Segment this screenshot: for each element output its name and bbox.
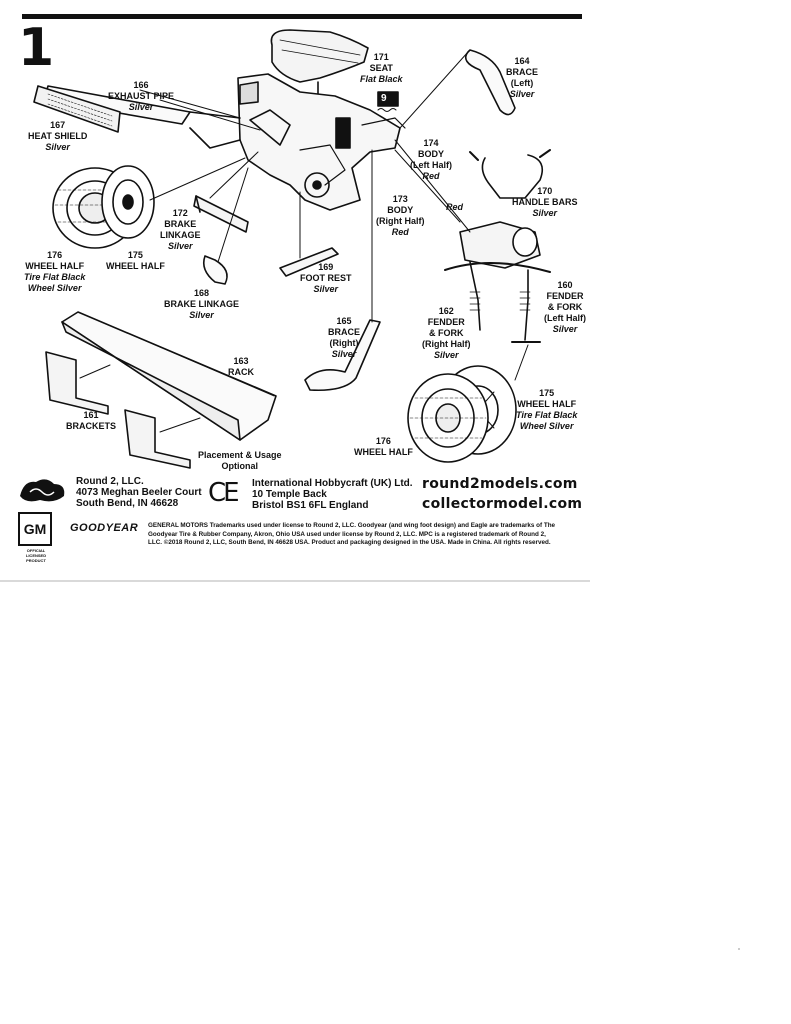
wheel-176-bottom-drawing (407, 373, 489, 463)
rack-drawing (61, 311, 277, 441)
foot-rest-drawing (279, 247, 339, 277)
website-round2[interactable]: round2models.com (422, 476, 578, 492)
instruction-sheet: 1 (0, 14, 590, 582)
goodyear-logo: GOODYEAR (70, 522, 139, 534)
wheel-175-top-drawing (101, 165, 155, 239)
red-note: Red (446, 202, 464, 212)
gm-licensed-text: OFFICIAL LICENSED PRODUCT (25, 548, 47, 563)
brace-left-drawing (464, 49, 516, 116)
bottom-rule (0, 580, 590, 582)
scan-speck (738, 948, 740, 950)
ce-mark-icon: CE (208, 478, 240, 508)
legal-text: GENERAL MOTORS Trademarks used under lic… (148, 522, 556, 547)
top-rule (22, 14, 582, 19)
step-number: 1 (18, 18, 55, 78)
assembly-diagram (33, 29, 551, 469)
heat-shield-drawing (33, 85, 121, 133)
bracket-left-drawing (45, 351, 109, 415)
seat-drawing (270, 29, 369, 101)
brace-right-drawing (304, 319, 381, 392)
fork-assembly-drawing (444, 221, 551, 343)
gm-logo-icon: GM (18, 512, 52, 546)
bracket-right-drawing (124, 409, 191, 469)
decal-number: 9 (381, 93, 387, 104)
brake-linkage-168-drawing (202, 255, 228, 285)
uk-address: International Hobbycraft (UK) Ltd. 10 Te… (252, 478, 413, 511)
decal-box (377, 91, 399, 107)
website-collector[interactable]: collectormodel.com (422, 496, 583, 512)
handle-bars-drawing (469, 149, 551, 199)
round2-logo-icon (20, 479, 65, 502)
engine-body-drawing (237, 73, 406, 211)
company-address: Round 2, LLC. 4073 Meghan Beeler Court S… (76, 476, 202, 509)
brake-linkage-172-drawing (193, 195, 249, 233)
